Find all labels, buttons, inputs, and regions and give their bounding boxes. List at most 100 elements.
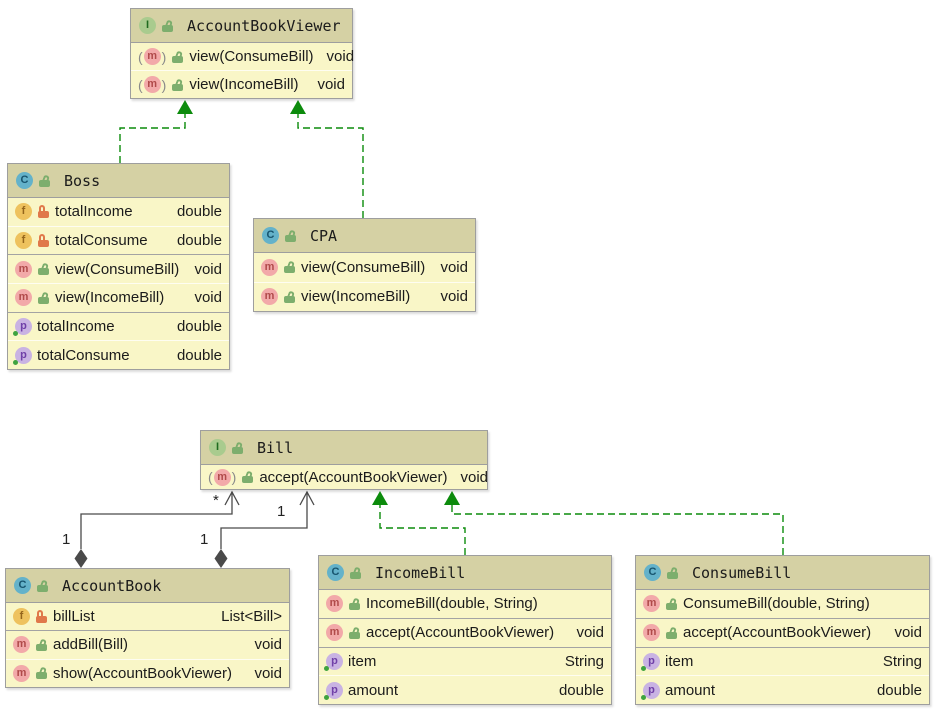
public-lock-icon bbox=[348, 626, 361, 640]
method-icon: m bbox=[261, 288, 278, 306]
class-box-consumebill[interactable]: C ConsumeBill m ConsumeBill(double, Stri… bbox=[635, 555, 930, 705]
public-lock-icon bbox=[161, 19, 174, 33]
class-header[interactable]: I Bill bbox=[201, 431, 487, 465]
class-name: ConsumeBill bbox=[692, 563, 792, 582]
class-header[interactable]: C CPA bbox=[254, 219, 475, 253]
member-row[interactable]: f totalConsume double bbox=[8, 225, 229, 255]
member-label: totalIncome bbox=[55, 203, 133, 221]
field-icon: f bbox=[15, 203, 32, 221]
class-name: AccountBookViewer bbox=[187, 16, 341, 35]
multiplicity-label: 1 bbox=[277, 503, 286, 520]
property-icon: p bbox=[324, 681, 343, 700]
member-row[interactable]: m ConsumeBill(double, String) bbox=[636, 590, 929, 618]
member-type: void bbox=[194, 260, 222, 278]
edge-accountbook-bill-aggregation-show[interactable] bbox=[214, 490, 315, 568]
field-icon: f bbox=[13, 608, 30, 626]
member-row[interactable]: m accept(AccountBookViewer) void bbox=[636, 617, 929, 647]
public-lock-icon bbox=[284, 229, 297, 243]
member-row[interactable]: p amount double bbox=[636, 675, 929, 704]
member-row[interactable]: (m) accept(AccountBookViewer) void bbox=[201, 465, 488, 489]
edge-consumebill-implements-bill[interactable] bbox=[444, 491, 784, 555]
public-lock-icon bbox=[37, 262, 50, 276]
class-name: Bill bbox=[257, 438, 294, 457]
class-box-incomebill[interactable]: C IncomeBill m IncomeBill(double, String… bbox=[318, 555, 612, 705]
member-label: show(AccountBookViewer) bbox=[53, 664, 232, 682]
member-row[interactable]: m show(AccountBookViewer) void bbox=[6, 658, 289, 687]
class-header[interactable]: I AccountBookViewer bbox=[131, 9, 352, 43]
member-label: amount bbox=[348, 681, 399, 699]
member-type: void bbox=[254, 636, 282, 654]
class-header[interactable]: C Boss bbox=[8, 164, 229, 198]
member-label: accept(AccountBookViewer) bbox=[683, 624, 872, 642]
member-row[interactable]: p item String bbox=[636, 646, 929, 676]
member-label: view(ConsumeBill) bbox=[301, 258, 426, 276]
public-lock-icon bbox=[665, 597, 678, 611]
method-icon: m bbox=[15, 260, 32, 278]
public-lock-icon bbox=[349, 566, 362, 580]
member-row[interactable]: p totalConsume double bbox=[8, 340, 229, 369]
class-name: IncomeBill bbox=[375, 563, 466, 582]
member-type: double bbox=[876, 681, 922, 699]
member-row[interactable]: m view(IncomeBill) void bbox=[8, 283, 229, 312]
member-row[interactable]: p item String bbox=[319, 646, 611, 676]
multiplicity-label: * bbox=[213, 492, 219, 509]
member-row[interactable]: f totalIncome double bbox=[8, 198, 229, 226]
method-icon: m bbox=[326, 595, 343, 613]
abstract-method-icon: (m) bbox=[138, 76, 167, 93]
member-label: amount bbox=[665, 681, 716, 699]
class-name: Boss bbox=[64, 171, 101, 190]
member-label: view(IncomeBill) bbox=[55, 289, 165, 307]
member-label: item bbox=[665, 652, 694, 670]
member-type: void bbox=[894, 624, 922, 642]
property-icon: p bbox=[324, 652, 343, 671]
class-header[interactable]: C IncomeBill bbox=[319, 556, 611, 590]
member-row[interactable]: m view(IncomeBill) void bbox=[254, 281, 475, 312]
member-row[interactable]: (m) view(ConsumeBill) void bbox=[131, 43, 355, 70]
class-box-bill[interactable]: I Bill (m) accept(AccountBookViewer) voi… bbox=[200, 430, 488, 490]
class-header[interactable]: C AccountBook bbox=[6, 569, 289, 603]
member-type: void bbox=[317, 76, 345, 93]
member-row[interactable]: (m) view(IncomeBill) void bbox=[131, 70, 352, 98]
member-label: totalConsume bbox=[55, 232, 148, 249]
class-box-boss[interactable]: C Boss f totalIncome double f totalConsu… bbox=[7, 163, 230, 370]
member-row[interactable]: f billList List<Bill> bbox=[6, 603, 289, 630]
member-type: void bbox=[440, 288, 468, 306]
edge-boss-implements-accountbookviewer[interactable] bbox=[119, 100, 193, 163]
public-lock-icon bbox=[36, 579, 49, 593]
property-icon: p bbox=[641, 652, 660, 671]
class-header[interactable]: C ConsumeBill bbox=[636, 556, 929, 590]
member-row[interactable]: p totalIncome double bbox=[8, 311, 229, 341]
class-name: AccountBook bbox=[62, 576, 162, 595]
edge-incomebill-implements-bill[interactable] bbox=[372, 491, 466, 555]
public-lock-icon bbox=[666, 566, 679, 580]
class-box-cpa[interactable]: C CPA m view(ConsumeBill) void m view(In… bbox=[253, 218, 476, 312]
class-box-accountbookviewer[interactable]: I AccountBookViewer (m) view(ConsumeBill… bbox=[130, 8, 355, 99]
public-lock-icon bbox=[35, 666, 48, 680]
member-type: void bbox=[326, 48, 355, 65]
member-label: view(IncomeBill) bbox=[189, 76, 299, 93]
member-label: totalIncome bbox=[37, 318, 115, 336]
member-row[interactable]: p amount double bbox=[319, 675, 611, 704]
private-lock-icon bbox=[37, 204, 50, 219]
member-row[interactable]: m view(ConsumeBill) void bbox=[8, 254, 229, 283]
member-type: double bbox=[176, 203, 222, 221]
field-icon: f bbox=[15, 232, 32, 249]
member-label: totalConsume bbox=[37, 346, 130, 364]
edge-cpa-implements-accountbookviewer[interactable] bbox=[290, 100, 364, 218]
member-row[interactable]: m addBill(Bill) void bbox=[6, 630, 289, 658]
member-row[interactable]: m accept(AccountBookViewer) void bbox=[319, 617, 611, 647]
member-type: double bbox=[176, 232, 222, 249]
class-name: CPA bbox=[310, 226, 338, 245]
member-type: void bbox=[440, 258, 468, 276]
method-icon: m bbox=[15, 289, 32, 307]
member-row[interactable]: m view(ConsumeBill) void bbox=[254, 253, 475, 282]
edge-accountbook-bill-aggregation-billlist[interactable] bbox=[74, 490, 240, 568]
member-type: void bbox=[194, 289, 222, 307]
member-row[interactable]: m IncomeBill(double, String) bbox=[319, 590, 611, 618]
class-box-accountbook[interactable]: C AccountBook f billList List<Bill> m ad… bbox=[5, 568, 290, 688]
public-lock-icon bbox=[348, 597, 361, 611]
public-lock-icon bbox=[171, 78, 184, 92]
method-icon: m bbox=[643, 595, 660, 613]
public-lock-icon bbox=[35, 638, 48, 652]
